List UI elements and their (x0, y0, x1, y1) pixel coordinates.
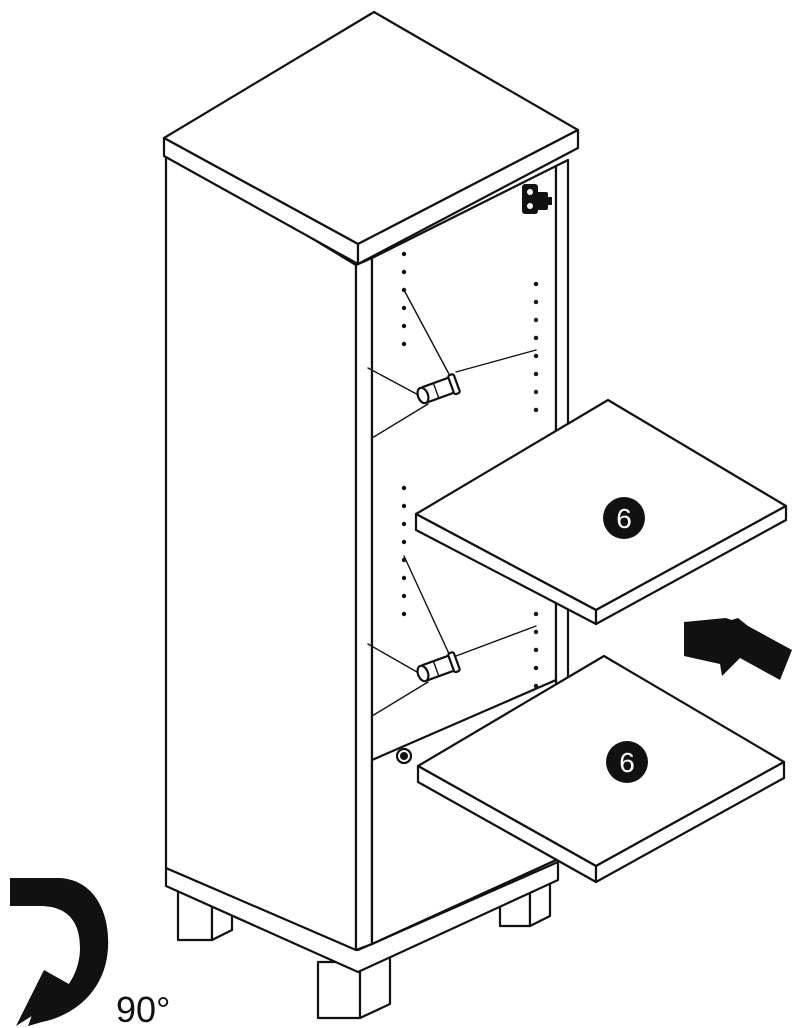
cam-hole (395, 747, 413, 765)
hinge-icon (522, 184, 552, 214)
cabinet-left-side (164, 148, 358, 952)
part-badge-lower: 6 (606, 741, 648, 783)
holes-right-column-lower (533, 611, 539, 689)
arrow-left-icon (684, 618, 792, 680)
part-badge-upper: 6 (603, 497, 645, 539)
shelf-pin-holes (401, 251, 539, 689)
shelf-upper: 6 (414, 398, 788, 626)
rotate-90-icon (10, 878, 109, 1026)
shelf-lower: 6 (416, 654, 786, 884)
rotation-label: 90° (116, 989, 170, 1028)
part-badge-upper-label: 6 (616, 503, 632, 534)
cabinet-front-edge (354, 256, 374, 952)
part-badge-lower-label: 6 (619, 747, 635, 778)
holes-left-column-lower (401, 485, 407, 617)
shelf-pin-icon-lower (367, 555, 537, 717)
shelf-pin-icon-upper (367, 289, 537, 439)
cabinet-top-side-edge (356, 128, 580, 266)
holes-right-column-upper (533, 281, 539, 413)
holes-left-column-upper (401, 251, 407, 347)
